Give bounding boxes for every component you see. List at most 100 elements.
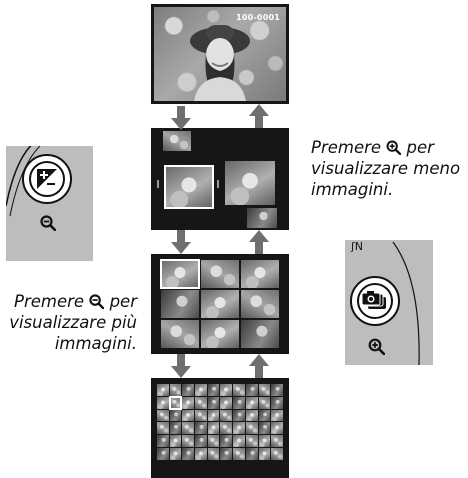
thumbnail [247, 208, 277, 228]
caption-line-2: visualizzare meno [311, 159, 461, 178]
thumbnail [182, 384, 195, 396]
zoom-out-magnifier-icon [89, 294, 105, 309]
thumbnail [182, 409, 195, 422]
thumbnail [207, 384, 220, 396]
thumbnail [258, 409, 271, 422]
thumbnail [258, 448, 271, 460]
portrait-photo: 100-0001 [154, 7, 286, 101]
caption-suffix: per [406, 138, 434, 157]
zoom-out-button-inset [6, 146, 93, 261]
thumbnail [157, 435, 169, 448]
thumbnail-selected [160, 259, 200, 289]
thumbnail [201, 260, 239, 288]
caption-prefix: Premere [14, 292, 85, 311]
thumbnail [271, 422, 283, 435]
thumbnail [241, 290, 279, 318]
thumbnail [169, 409, 182, 422]
thumbnail [207, 396, 220, 409]
caption-line-3: immagini. [311, 180, 394, 199]
thumbnail [169, 384, 182, 396]
thumbnail [157, 422, 169, 435]
thumbnail [241, 260, 279, 288]
thumbnail [233, 409, 245, 422]
thumbnail [195, 409, 207, 422]
playback-screen-nine-frames [151, 254, 289, 354]
thumbnail [220, 409, 233, 422]
arrow-up-icon [249, 354, 269, 378]
caption-line-3: immagini. [54, 334, 137, 353]
thumbnail [207, 448, 220, 460]
thumbnail [245, 396, 258, 409]
thumbnail [258, 435, 271, 448]
thumbnail [220, 448, 233, 460]
arrow-down-icon [171, 106, 191, 130]
playback-screen-single: 100-0001 [151, 4, 289, 104]
frame-number: 100-0001 [236, 13, 280, 22]
thumbnail [233, 396, 245, 409]
thumbnail [182, 396, 195, 409]
thumbnail [169, 448, 182, 460]
thumbnail [245, 422, 258, 435]
zoom-in-button-inset: ʃN [345, 240, 433, 365]
thumbnail [233, 448, 245, 460]
caption-show-fewer-images: Premere per visualizzare meno immagini. [311, 137, 468, 200]
thumbnail [201, 290, 239, 318]
thumbnail [157, 384, 169, 396]
caption-show-more-images: Premere per visualizzare più immagini. [0, 291, 137, 354]
woman-with-hat-figure [190, 25, 250, 101]
thumbnail [157, 409, 169, 422]
thumbnail [245, 435, 258, 448]
svg-text:ʃN: ʃN [350, 240, 363, 253]
arrow-down-icon [171, 354, 191, 378]
zoom-in-magnifier-icon [368, 338, 385, 355]
thumbnail [161, 320, 199, 348]
thumbnail [258, 396, 271, 409]
thumbnail [195, 384, 207, 396]
thumbnail [220, 435, 233, 448]
scroll-left-indicator [157, 180, 163, 188]
thumbnail [182, 422, 195, 435]
caption-suffix: per [109, 292, 137, 311]
thumbnail-selected [168, 395, 183, 410]
camera-playback-icon [362, 291, 386, 309]
thumbnail [207, 435, 220, 448]
thumbnail [271, 435, 283, 448]
thumbnail [163, 131, 191, 151]
caption-line-2: visualizzare più [9, 313, 137, 332]
thumbnail [245, 409, 258, 422]
arrow-up-icon [249, 104, 269, 128]
thumbnail-selected [164, 165, 214, 209]
arrow-up-icon [249, 230, 269, 254]
thumbnail [245, 448, 258, 460]
thumbnail [161, 290, 199, 318]
exposure-compensation-button[interactable] [22, 154, 72, 204]
exposure-compensation-icon [37, 169, 57, 189]
scroll-right-indicator [217, 180, 223, 188]
thumbnail [271, 384, 283, 396]
thumbnail [220, 384, 233, 396]
thumbnail [220, 422, 233, 435]
playback-screen-two-frames [151, 128, 289, 230]
thumbnail [225, 161, 275, 205]
playback-button[interactable] [350, 276, 400, 326]
thumbnail [169, 435, 182, 448]
arrow-down-icon [171, 230, 191, 254]
thumbnail [182, 448, 195, 460]
thumbnail [157, 448, 169, 460]
thumbnail [241, 320, 279, 348]
thumbnail [271, 409, 283, 422]
thumbnail [258, 384, 271, 396]
thumbnail [233, 384, 245, 396]
thumbnail [258, 422, 271, 435]
caption-prefix: Premere [311, 138, 382, 157]
thumbnail [169, 422, 182, 435]
thumbnail [195, 422, 207, 435]
zoom-in-magnifier-icon [386, 140, 402, 155]
thumbnail [271, 396, 283, 409]
thumbnail [182, 435, 195, 448]
thumbnail [195, 396, 207, 409]
thumbnail [195, 448, 207, 460]
thumbnail-grid [157, 384, 283, 460]
thumbnail [157, 396, 169, 409]
thumbnail [201, 320, 239, 348]
